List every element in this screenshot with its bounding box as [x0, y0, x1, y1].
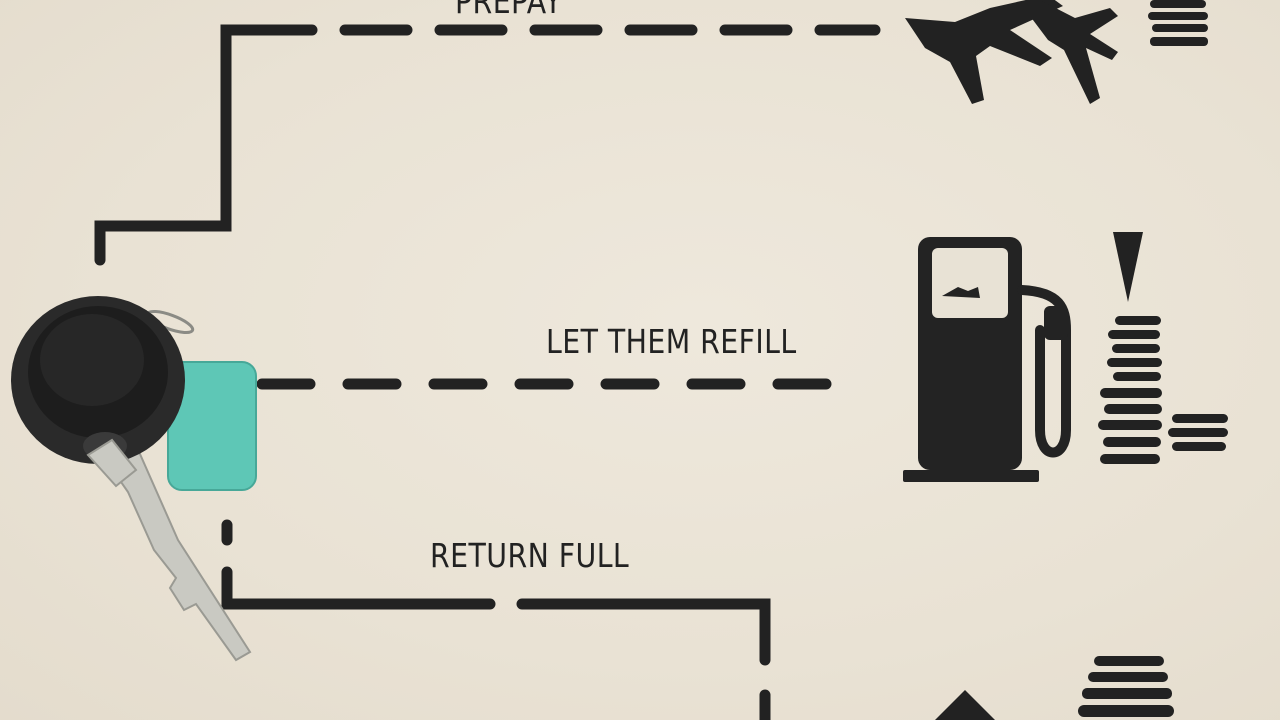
car-key-icon: [11, 296, 257, 662]
airplane-icon: [905, 0, 1118, 104]
down-arrow-icon: [1113, 232, 1143, 302]
path-return: [221, 519, 771, 720]
option-label-return: RETURN FULL: [430, 536, 630, 575]
option-label-refill: LET THEM REFILL: [546, 322, 797, 361]
warning-triangle-icon: [935, 690, 995, 720]
coin-stack-icon-refill: [1098, 316, 1228, 464]
fuel-pump-icon: [903, 237, 1071, 482]
path-prepay: [94, 24, 881, 266]
coin-stack-icon-return: [1078, 656, 1174, 717]
coin-stack-icon: [1148, 0, 1208, 46]
option-label-prepay: PREPAY: [455, 0, 563, 21]
